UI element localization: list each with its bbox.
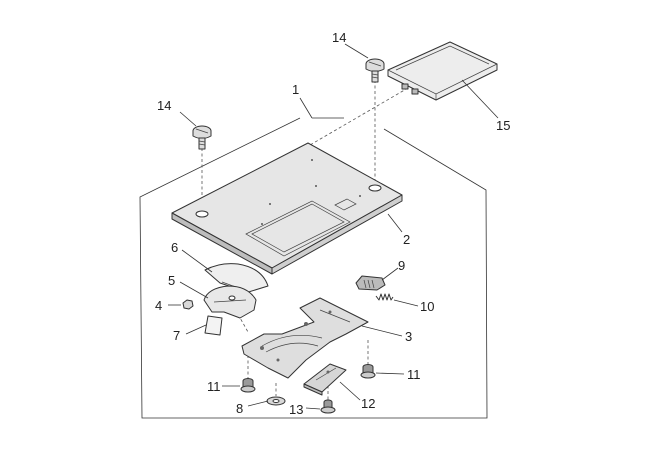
leader-11-right <box>375 372 405 375</box>
callout-6: 6 <box>171 240 178 255</box>
bracket-part <box>303 363 347 396</box>
screw-left <box>192 125 212 150</box>
leader-1 <box>299 97 313 119</box>
leader-9 <box>381 267 399 281</box>
spring-part <box>375 293 394 301</box>
pad-part <box>204 315 223 336</box>
leader-8 <box>247 400 269 407</box>
slide-plate-part <box>203 285 257 319</box>
leader-5 <box>179 281 209 299</box>
rubber-foot-left <box>240 378 256 393</box>
callout-4: 4 <box>155 298 162 313</box>
callout-2: 2 <box>403 232 410 247</box>
leader-2 <box>387 213 403 233</box>
cover-axis <box>309 87 409 146</box>
leader-14-right <box>344 43 369 59</box>
leader-13 <box>305 407 321 410</box>
leader-6 <box>181 249 213 273</box>
clip-part <box>355 275 386 291</box>
callout-11-right: 11 <box>407 367 421 382</box>
screw-right <box>365 58 385 83</box>
rubber-foot-right <box>360 364 376 379</box>
callout-12: 12 <box>361 396 375 411</box>
callout-15: 15 <box>496 118 510 133</box>
callout-7: 7 <box>173 328 180 343</box>
leader-10 <box>393 299 419 307</box>
foot-part <box>320 399 336 414</box>
callout-8: 8 <box>236 401 243 416</box>
callout-3: 3 <box>405 329 412 344</box>
callout-14-left: 14 <box>157 98 171 113</box>
leader-15 <box>461 79 499 119</box>
leader-7 <box>185 324 207 335</box>
washer-part <box>266 396 286 406</box>
callout-9: 9 <box>398 258 405 273</box>
assembly-outline <box>139 117 488 419</box>
callout-1: 1 <box>292 82 299 97</box>
bed-plate-part <box>171 142 403 275</box>
callout-13: 13 <box>289 402 303 417</box>
leader-14-left <box>179 111 197 127</box>
callout-5: 5 <box>168 273 175 288</box>
leader-12 <box>339 381 361 401</box>
cover-part <box>387 41 498 101</box>
callout-11-left: 11 <box>207 379 221 394</box>
callout-10: 10 <box>420 299 434 314</box>
nut-part <box>182 299 194 310</box>
leader-3 <box>361 325 403 337</box>
base-frame-part <box>241 297 369 379</box>
callout-14-right: 14 <box>332 30 346 45</box>
